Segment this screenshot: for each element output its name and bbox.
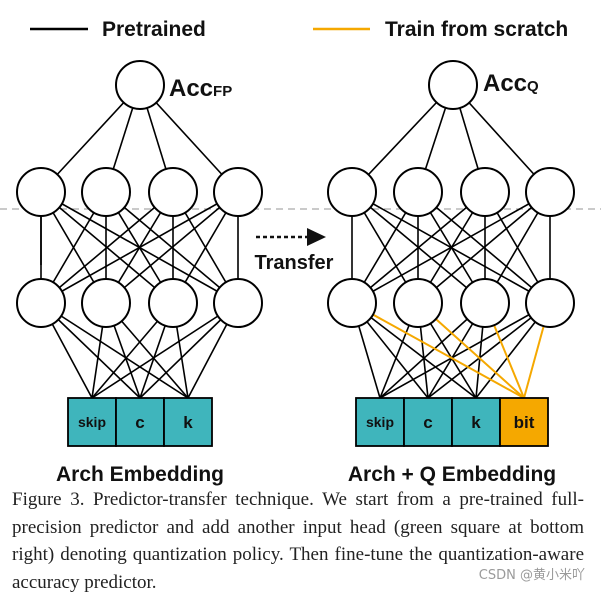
right-network-scratch-edges	[351, 302, 551, 399]
right-hidden-node	[327, 167, 377, 217]
right-embedding-label-k: k	[471, 413, 481, 432]
left-output-label: AccFP	[169, 75, 232, 102]
left-embedding-label-skip: skip	[78, 414, 106, 430]
network-edge	[417, 191, 551, 304]
network-edge	[91, 302, 239, 399]
watermark: CSDN @黄小米吖	[478, 568, 585, 583]
right-hidden-node	[460, 278, 510, 328]
left-hidden-node	[148, 278, 198, 328]
left-embedding-label-c: c	[135, 413, 144, 432]
left-embedding-label-k: k	[183, 413, 193, 432]
left-hidden-node	[213, 167, 263, 217]
right-embedding-cell-c	[403, 397, 453, 447]
embedding-blocks: skip c k skip c k bit	[67, 397, 549, 447]
right-hidden-node	[460, 167, 510, 217]
transfer-arrow	[256, 228, 326, 246]
network-edge	[379, 302, 551, 399]
right-output-node	[428, 60, 478, 110]
network-edge	[40, 191, 174, 304]
left-hidden-node	[148, 167, 198, 217]
left-hidden-node	[16, 278, 66, 328]
right-embedding-cell-bit	[499, 397, 549, 447]
left-embedding-title: Arch Embedding	[56, 463, 224, 486]
network-edge	[351, 191, 551, 304]
left-network-edges	[40, 84, 239, 399]
network-edge	[40, 191, 239, 304]
right-hidden-node	[525, 278, 575, 328]
scratch-legend-label: Train from scratch	[385, 18, 568, 41]
left-embedding-cell-k	[163, 397, 213, 447]
pretrained-legend-label: Pretrained	[102, 18, 206, 41]
right-embedding-label-c: c	[423, 413, 432, 432]
left-hidden-node	[81, 167, 131, 217]
scratch-edge	[351, 302, 525, 399]
left-hidden-node	[81, 278, 131, 328]
right-network-edges	[351, 84, 551, 399]
figure-caption: Figure 3. Predictor-transfer technique. …	[12, 489, 584, 593]
network-edge	[351, 191, 486, 304]
right-embedding-label-skip: skip	[366, 414, 394, 430]
right-output-label: AccQ	[483, 70, 539, 97]
transfer-label: Transfer	[255, 252, 334, 274]
right-hidden-node	[393, 167, 443, 217]
right-embedding-label-bit: bit	[514, 413, 535, 432]
network-edge	[40, 302, 189, 399]
network-edge	[427, 302, 551, 399]
left-output-node	[115, 60, 165, 110]
right-hidden-node	[525, 167, 575, 217]
left-embedding-cell-c	[115, 397, 165, 447]
network-edge	[105, 191, 239, 304]
left-hidden-node	[16, 167, 66, 217]
network-nodes	[16, 60, 575, 328]
right-embedding-title: Arch + Q Embedding	[348, 463, 556, 486]
predictor-transfer-diagram: Pretrained Train from scratch AccFP AccQ…	[0, 18, 601, 486]
right-embedding-cell-k	[451, 397, 501, 447]
left-hidden-node	[213, 278, 263, 328]
right-hidden-node	[327, 278, 377, 328]
right-hidden-node	[393, 278, 443, 328]
left-embedding-cell-skip	[67, 397, 117, 447]
network-edge	[351, 302, 477, 399]
